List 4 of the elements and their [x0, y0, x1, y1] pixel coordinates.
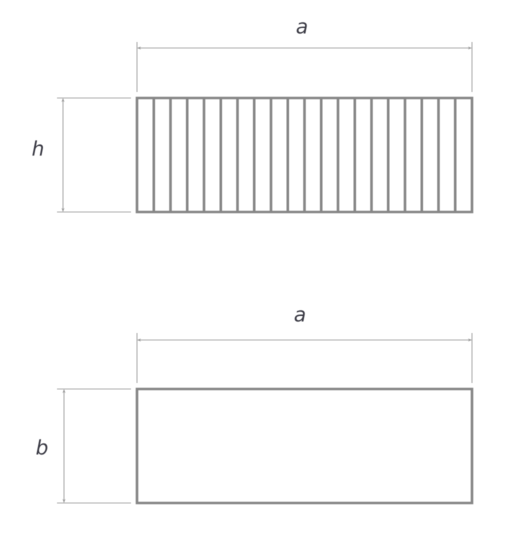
dimension-label: a — [296, 22, 307, 34]
dimension-label: h — [32, 140, 43, 156]
dimension-label: b — [36, 439, 48, 455]
dimension-label: a — [294, 310, 305, 322]
